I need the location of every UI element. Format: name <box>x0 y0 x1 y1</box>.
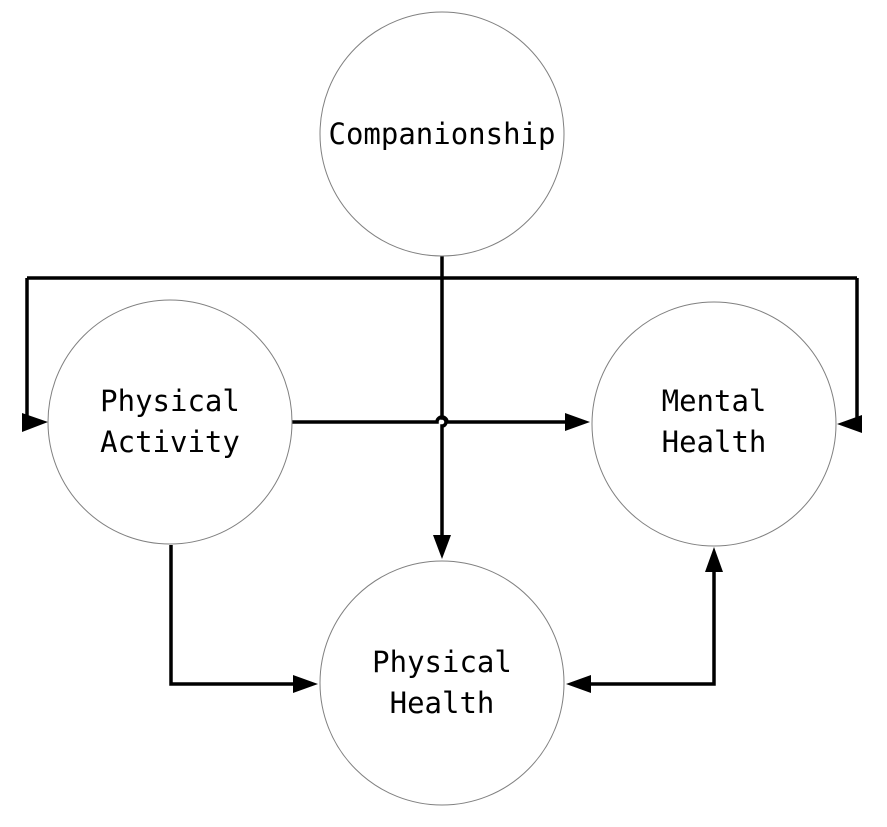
arrowhead-mental-health-right <box>837 415 862 433</box>
arrowhead-physical-health-right <box>566 675 591 693</box>
arrowhead-physical-activity-left <box>22 413 48 432</box>
node-physical-health: Physical Health <box>319 560 565 806</box>
arrowhead-mental-health-bottom <box>705 547 723 572</box>
physical-health-label-line1: Physical <box>372 645 512 679</box>
mental-health-label-line1: Mental <box>662 384 767 418</box>
mental-health-circle <box>591 301 837 547</box>
edge-physical-activity-to-physical-health <box>169 545 296 686</box>
physical-health-circle <box>319 560 565 806</box>
edge-companionship-to-physical-health <box>440 256 448 538</box>
node-physical-activity: Physical Activity <box>47 299 293 545</box>
physical-activity-circle <box>47 299 293 545</box>
edges <box>22 256 862 693</box>
physical-activity-label-line1: Physical <box>100 384 240 418</box>
physical-health-label-line2: Health <box>390 686 495 720</box>
arrowhead-physical-health-top <box>433 535 451 559</box>
arrowhead-physical-health-left <box>293 675 318 693</box>
companionship-circle <box>319 11 565 257</box>
edge-physical-health-to-mental-health <box>590 570 716 686</box>
arrowhead-mental-health-left <box>565 413 590 431</box>
edge-physical-activity-to-mental-health <box>291 415 568 424</box>
physical-activity-label-line2: Activity <box>100 425 240 459</box>
node-mental-health: Mental Health <box>591 301 837 547</box>
node-companionship: Companionship <box>319 11 565 257</box>
companionship-label: Companionship <box>329 117 556 151</box>
mental-health-label-line2: Health <box>662 425 767 459</box>
